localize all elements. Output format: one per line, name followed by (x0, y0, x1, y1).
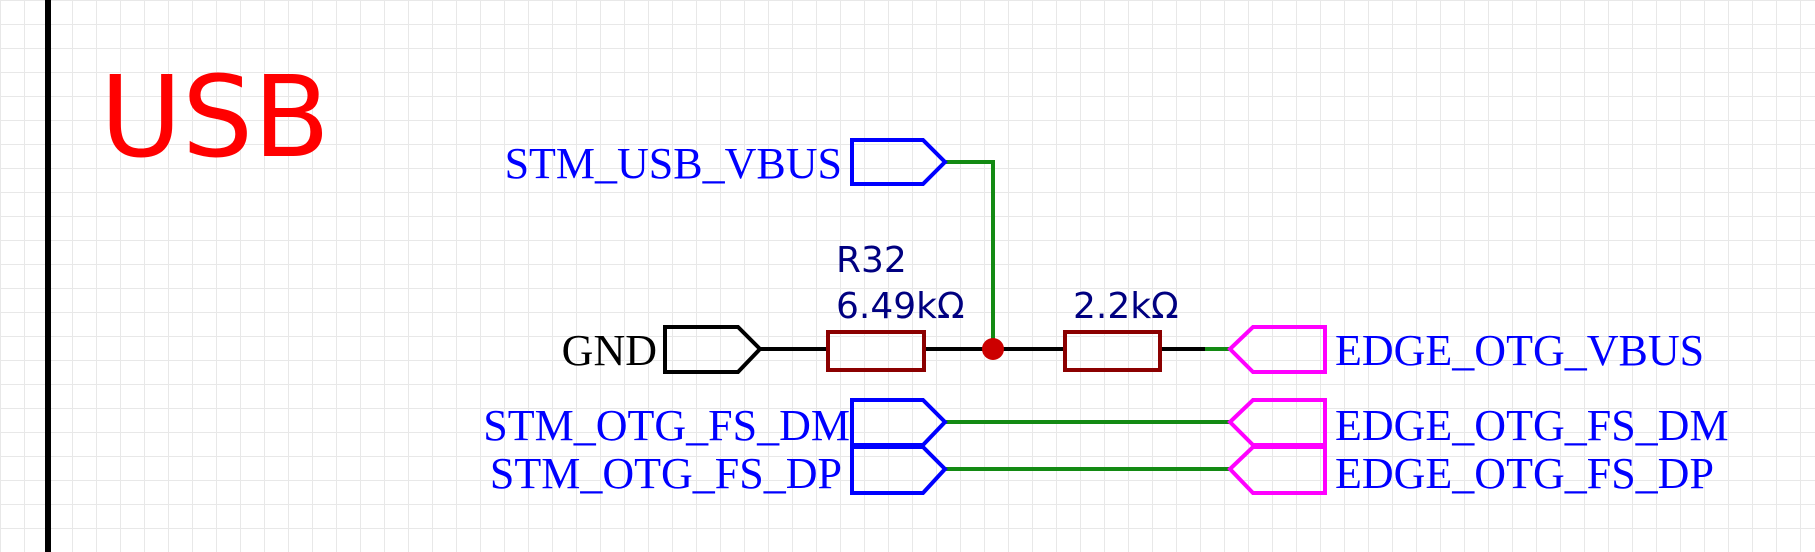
port-gnd[interactable] (663, 325, 763, 374)
port-stm-otg-fs-dm[interactable] (850, 398, 948, 447)
port-edge-otg-vbus-label: EDGE_OTG_VBUS (1335, 326, 1704, 375)
sheet-title: USB (100, 53, 330, 183)
r32-designator: R32 (836, 240, 907, 281)
r32-value: 6.49kΩ (836, 286, 965, 327)
port-stm-usb-vbus[interactable] (850, 138, 948, 186)
port-stm-otg-fs-dp-label: STM_OTG_FS_DP (490, 449, 842, 498)
r-2k2-value: 2.2kΩ (1073, 286, 1179, 327)
port-edge-otg-fs-dp[interactable] (1227, 445, 1327, 495)
port-stm-usb-vbus-label: STM_USB_VBUS (505, 139, 842, 188)
port-edge-otg-fs-dm-label: EDGE_OTG_FS_DM (1335, 401, 1729, 450)
wire-vbus (945, 160, 995, 349)
resistor-2k2[interactable] (1063, 330, 1162, 372)
port-edge-otg-vbus[interactable] (1227, 325, 1327, 374)
port-stm-otg-fs-dp[interactable] (850, 445, 948, 495)
port-gnd-label: GND (562, 326, 657, 375)
resistor-r32[interactable] (826, 330, 926, 372)
port-edge-otg-fs-dp-label: EDGE_OTG_FS_DP (1335, 449, 1714, 498)
junction-dot (982, 338, 1004, 360)
port-edge-otg-fs-dm[interactable] (1227, 398, 1327, 447)
port-stm-otg-fs-dm-label: STM_OTG_FS_DM (483, 401, 850, 450)
